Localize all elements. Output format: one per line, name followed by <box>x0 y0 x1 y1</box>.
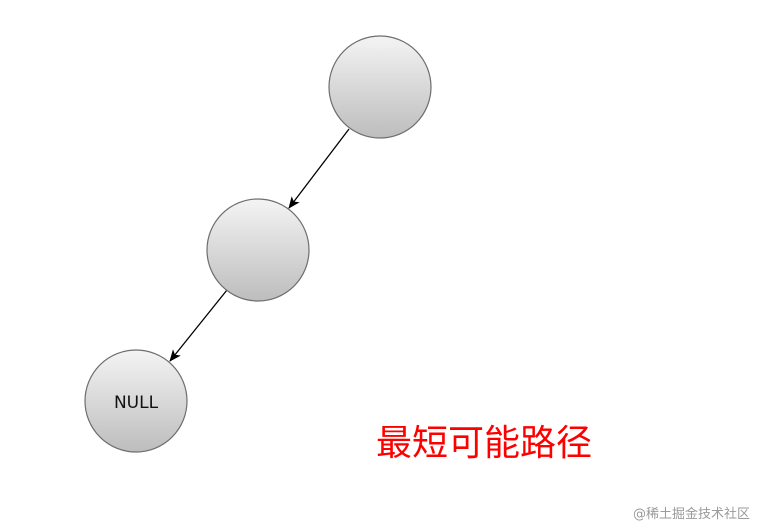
shortest-path-caption: 最短可能路径 <box>376 423 592 464</box>
null-leaf-label: NULL <box>114 393 159 413</box>
watermark-text: @稀土掘金技术社区 <box>633 506 750 522</box>
tree-node-null-leaf: NULL <box>84 349 188 453</box>
edge-left-child-to-null <box>169 289 228 362</box>
tree-node-root <box>328 35 432 139</box>
edge-root-to-left-child <box>288 128 350 209</box>
tree-node-left-child <box>206 198 310 302</box>
